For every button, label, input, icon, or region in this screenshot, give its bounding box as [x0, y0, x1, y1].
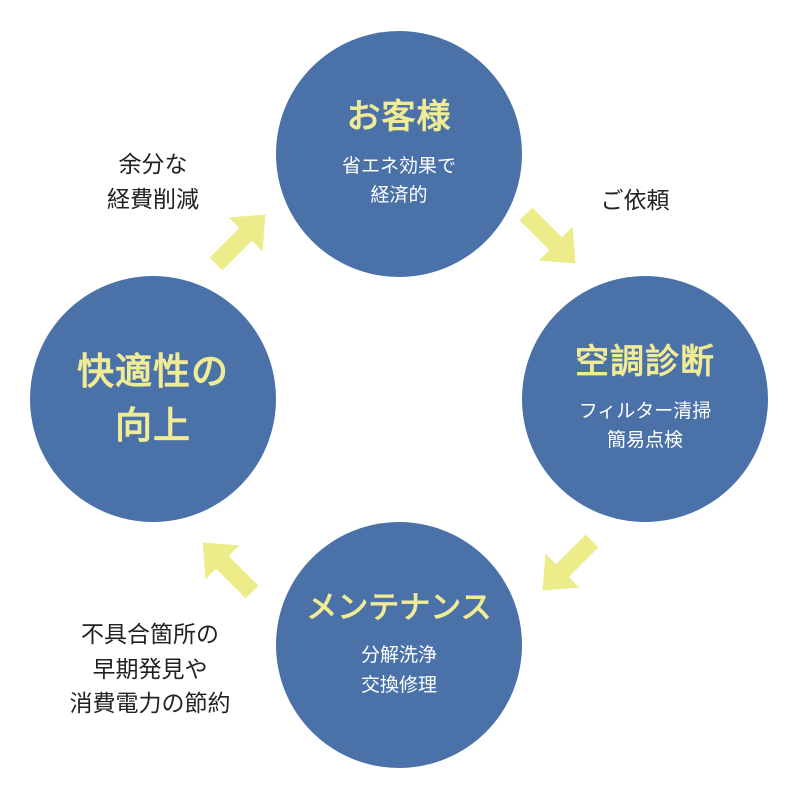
- node-customer-subtitle: 省エネ効果で 経済的: [342, 152, 456, 211]
- arrow-icon-left-to-top: [209, 214, 266, 271]
- label-line: 経費削減: [107, 186, 199, 213]
- node-maintenance-sub-line: 交換修理: [360, 673, 437, 696]
- arrow-icon-bottom-to-left: [202, 542, 259, 599]
- node-diagnosis-sub-line: フィルター清掃: [578, 399, 712, 422]
- label-line: 余分な: [118, 152, 188, 178]
- label-cost-reduction: 余分な 経費削減: [78, 148, 228, 217]
- label-line: ご依頼: [600, 188, 670, 214]
- label-request: ご依頼: [560, 184, 710, 219]
- node-customer: お客様 省エネ効果で 経済的: [276, 31, 522, 277]
- label-line: 消費電力の節約: [69, 691, 231, 717]
- node-comfort-title-line: 快適性の: [77, 350, 229, 394]
- node-diagnosis-title: 空調診断: [575, 342, 715, 383]
- node-customer-sub-line: 経済的: [370, 184, 428, 207]
- label-early-detection: 不具合箇所の 早期発見や 消費電力の節約: [20, 618, 280, 722]
- node-diagnosis-subtitle: フィルター清掃 簡易点検: [579, 397, 712, 456]
- node-maintenance: メンテナンス 分解洗浄 交換修理: [276, 522, 522, 768]
- node-comfort: 快適性の 向上: [30, 276, 276, 522]
- node-comfort-title-line: 向上: [115, 404, 191, 447]
- label-line: 早期発見や: [92, 656, 208, 683]
- node-diagnosis: 空調診断 フィルター清掃 簡易点検: [522, 276, 768, 522]
- label-line: 不具合箇所の: [81, 622, 219, 648]
- node-diagnosis-sub-line: 簡易点検: [606, 429, 683, 452]
- node-maintenance-title: メンテナンス: [306, 589, 492, 626]
- node-customer-sub-line: 省エネ効果で: [341, 154, 456, 177]
- arrow-icon-right-to-bottom: [542, 534, 599, 591]
- node-maintenance-subtitle: 分解洗浄 交換修理: [361, 641, 437, 700]
- node-maintenance-sub-line: 分解洗浄: [360, 644, 437, 667]
- node-comfort-title: 快適性の 向上: [77, 345, 229, 452]
- node-customer-title: お客様: [346, 97, 452, 138]
- arrow-icon-top-to-right: [519, 207, 576, 264]
